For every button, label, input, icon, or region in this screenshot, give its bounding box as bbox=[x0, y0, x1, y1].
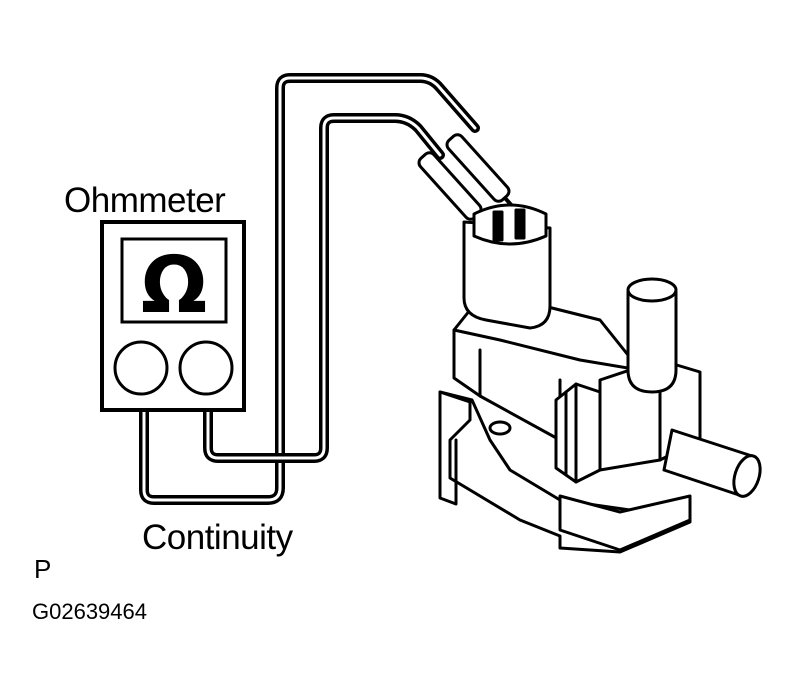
ohmmeter-icon bbox=[100, 220, 246, 412]
figure-code-label: G02639464 bbox=[32, 599, 147, 624]
view-code-label: P bbox=[34, 554, 52, 584]
vacuum-switching-valve-icon bbox=[438, 203, 762, 554]
meter-dial-right bbox=[178, 340, 234, 396]
continuity-label: Continuity bbox=[142, 518, 293, 557]
test-leads bbox=[139, 73, 480, 505]
ohm-symbol: Ω bbox=[141, 241, 207, 331]
meter-dial-left bbox=[113, 340, 169, 396]
ohmmeter-label: Ohmmeter bbox=[64, 181, 226, 220]
